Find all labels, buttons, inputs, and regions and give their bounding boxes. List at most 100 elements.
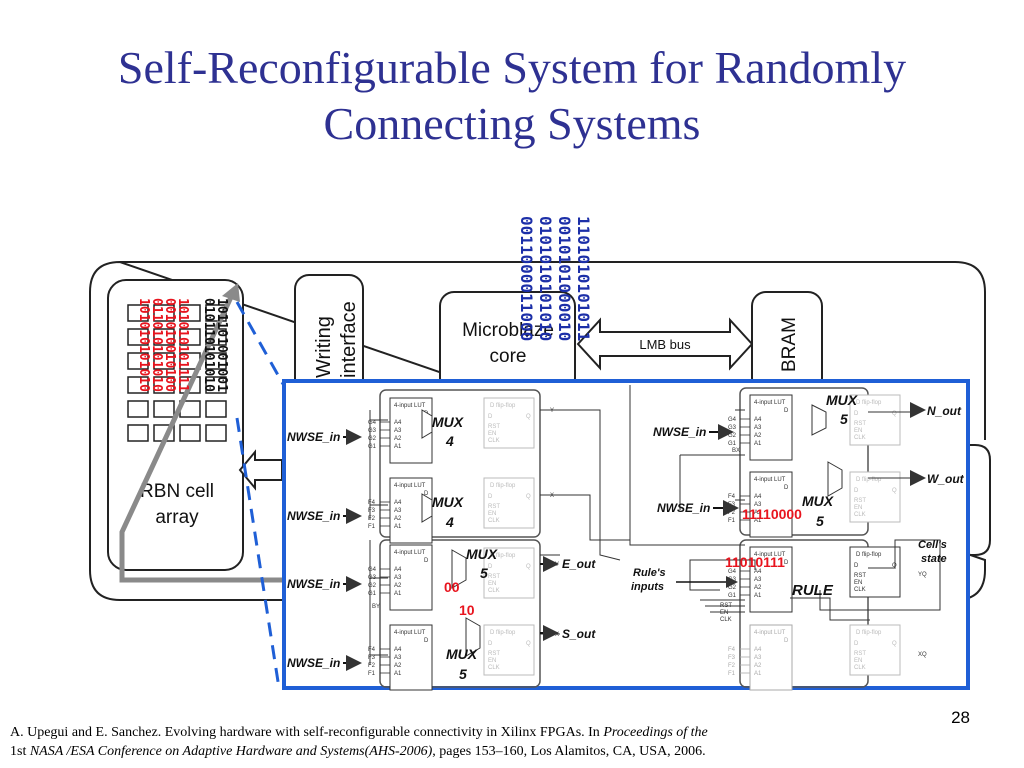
gray-path-head (222, 283, 240, 302)
bitstream-top-2: 0101010101010 (536, 216, 555, 341)
lut-a-pin: A3 (394, 655, 402, 661)
lut-input-pin: F4 (368, 500, 376, 506)
lut-a-pin: A2 (754, 510, 762, 516)
lut-d-pin: D (784, 638, 789, 644)
sig-yq: YQ (918, 572, 927, 578)
mux5-e-num: 5 (480, 565, 488, 581)
n-out-label: N_out (927, 404, 962, 418)
lut-block (749, 624, 793, 691)
red-10: 10 (459, 602, 475, 618)
ff-label: D flip-flop (856, 630, 882, 636)
ff-ctrl-pin: EN (488, 431, 496, 437)
ff-d-pin: D (854, 563, 859, 569)
lut-d-pin: D (424, 491, 429, 497)
rbn-cell (205, 376, 227, 394)
bitstream-left-black-0: 101101001001 (214, 298, 229, 392)
red-11010111: 11010111 (725, 554, 785, 570)
ff-d-pin: D (854, 641, 859, 647)
rbn-cell-grid (127, 304, 227, 442)
sig-y-2: Y (555, 562, 559, 568)
lut-input-pin: G2 (368, 436, 377, 442)
lut-input-pin: G4 (368, 420, 377, 426)
flip-flop-block (849, 624, 901, 676)
nwse-in-1: NWSE_in (287, 430, 340, 444)
w-out-label: W_out (927, 472, 965, 486)
lut-a-pin: A1 (394, 671, 402, 677)
ff-ctrl-pin: RST (488, 504, 500, 510)
nwse-in-6: NWSE_in (657, 501, 710, 515)
ff-ctrl-pin: EN (854, 658, 862, 664)
ff-label: D flip-flop (490, 483, 516, 489)
lut-d-pin: D (424, 558, 429, 564)
nwse-in-5: NWSE_in (653, 425, 706, 439)
ff-q-pin: Q (892, 488, 897, 494)
flip-flop-block (483, 477, 535, 529)
rbn-cell (179, 328, 201, 346)
microblaze-label-2: core (490, 346, 527, 367)
citation-italic-b: NASA /ESA Conference on Adaptive Hardwar… (29, 744, 433, 759)
ctrl-signal: EN (720, 610, 728, 616)
lut-input-pin: F4 (728, 494, 736, 500)
lut-a-pin: A3 (394, 428, 402, 434)
ff-ctrl-pin: CLK (488, 665, 500, 671)
red-config-values: 00 10 11110000 11010111 (444, 506, 802, 618)
ff-d-pin: D (488, 494, 493, 500)
lut-a-pin: A3 (394, 508, 402, 514)
ff-q-pin: Q (526, 564, 531, 570)
bitstream-top-1: 0010101000010 (555, 216, 574, 341)
rbn-cell (205, 400, 227, 418)
slide-number: 28 (951, 708, 970, 727)
sig-by: BY (372, 604, 380, 610)
ff-ctrl-pin: EN (488, 511, 496, 517)
rbn-cell (127, 400, 149, 418)
ff-ctrl-pin: RST (854, 498, 866, 504)
lut-label: 4-input LUT (754, 477, 786, 483)
ff-ctrl-pin: RST (488, 424, 500, 430)
ff-ctrl-pin: CLK (854, 512, 866, 518)
rbn-cell (153, 304, 175, 322)
lut-a-pin: A2 (754, 585, 762, 591)
lut-input-pin: F2 (368, 516, 376, 522)
mux-labels: MUX 4 MUX 4 MUX 5 MUX 5 MUX 5 MUX 5 (432, 392, 859, 682)
gray-path-arrow (119, 293, 285, 583)
rbn-label-1: RBN cell (140, 481, 214, 502)
rbn-cell (127, 424, 149, 442)
lut-d-pin: D (784, 560, 789, 566)
lut-input-pin: G1 (728, 593, 737, 599)
lut-label: 4-input LUT (394, 483, 426, 489)
lut-input-pin: F3 (368, 508, 376, 514)
lut-input-pin: G3 (368, 428, 377, 434)
mux-shapes (421, 404, 843, 657)
sig-x-2: X (555, 632, 559, 638)
cells-state-label-2: state (921, 553, 947, 565)
lut-a-pin: A1 (394, 591, 402, 597)
ff-ctrl-pin: RST (488, 651, 500, 657)
ff-d-pin: D (488, 414, 493, 420)
ff-label: D flip-flop (490, 630, 516, 636)
slice-3 (739, 539, 869, 688)
rbn-cell (127, 352, 149, 370)
outer-right-bump (955, 444, 991, 556)
red-11110000: 11110000 (742, 506, 802, 522)
rbn-cell (153, 376, 175, 394)
lut-a-pin: A2 (754, 663, 762, 669)
bitstream-left-red-0: 101010101111 (175, 298, 190, 392)
ff-q-pin: Q (892, 411, 897, 417)
lut-input-pin: F4 (728, 647, 736, 653)
lut-label: 4-input LUT (394, 630, 426, 636)
cells-state-label-1: Cell's (918, 539, 947, 551)
slice-0 (379, 389, 541, 538)
flip-flop-block (483, 397, 535, 449)
lut-label: 4-input LUT (754, 552, 786, 558)
lut-input-pin: G1 (368, 591, 377, 597)
mux5-w: MUX (802, 493, 835, 509)
sig-bx: BX (732, 448, 740, 454)
flip-flop-block (483, 547, 535, 599)
ff-ctrl-pin: CLK (488, 438, 500, 444)
nwse-in-2: NWSE_in (287, 509, 340, 523)
citation: A. Upegui and E. Sanchez. Evolving hardw… (10, 723, 1015, 761)
lut-block (749, 394, 793, 461)
lut-a-pin: A4 (394, 567, 402, 573)
flip-flop-block (849, 394, 901, 446)
